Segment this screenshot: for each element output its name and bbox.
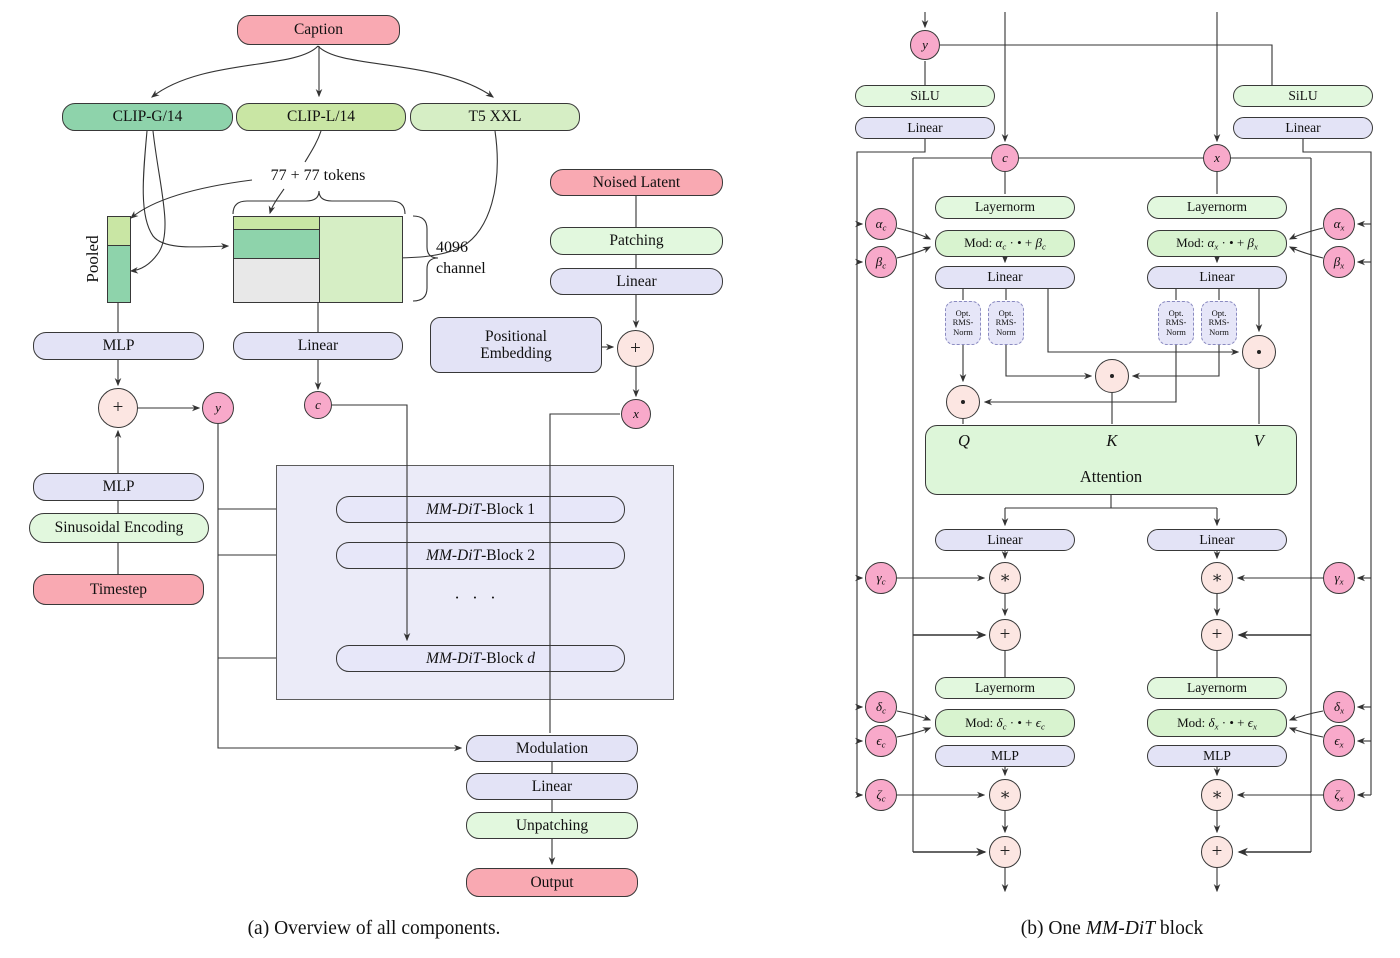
silu-left-node: SiLU [855,85,995,107]
beta-x-circle: βx [1323,246,1355,278]
pooled-clip-g-segment [107,245,131,303]
y-variable-circle: y [202,392,234,424]
y-input-circle: y [910,30,940,60]
channel-count-label: 4096 channel [436,239,486,277]
mod1-right-node: Mod: αx · • + βx [1147,230,1287,257]
positional-embedding-node: Positional Embedding [430,317,602,373]
unpatching-node: Unpatching [466,812,638,839]
epsilon-c-circle: ϵc [865,725,897,757]
caption-node: Caption [237,15,400,45]
layernorm2-right-node: Layernorm [1147,677,1287,699]
matrix-padding-cell [233,258,320,303]
rms-norm-k-right: Opt.RMS-Norm [1201,301,1237,345]
gamma-x-circle: γx [1323,562,1355,594]
v-label: V [1253,431,1264,450]
scale-circle-attn-left: ∗ [989,562,1021,594]
sum-circle-posembed: + [617,330,654,367]
matrix-clip-l-row [233,216,320,230]
clip-g-encoder-node: CLIP-G/14 [62,103,233,131]
subfigure-b-caption: (b) One MM-DiT block [1020,918,1204,939]
rms-norm-k-left: Opt.RMS-Norm [988,301,1024,345]
alpha-x-circle: αx [1323,208,1355,240]
scale-circle-mlp-left: ∗ [989,779,1021,811]
proj-linear-right-node: Linear [1147,529,1287,551]
mlp-left-node: MLP [935,745,1075,767]
c-variable-circle: c [304,391,332,419]
clip-l-encoder-node: CLIP-L/14 [236,103,406,131]
mmdit-block-1-node: MM-DiT-Block 1 [336,496,625,523]
mlp-right-node: MLP [1147,745,1287,767]
matrix-t5-cell [319,216,403,303]
sum-circle-conditioning: + [98,388,138,428]
mod2-left-node: Mod: δc · • + ϵc [935,709,1075,737]
noised-latent-node: Noised Latent [550,169,723,196]
layernorm2-left-node: Layernorm [935,677,1075,699]
sum-circle-attn-right: + [1201,619,1233,651]
q-label: Q [958,431,970,450]
x-variable-circle: x [621,399,651,429]
sinusoidal-encoding-node: Sinusoidal Encoding [29,513,209,543]
odot-v-circle [1242,335,1276,369]
k-label: K [1106,431,1118,450]
layernorm1-left-node: Layernorm [935,196,1075,219]
output-linear-node: Linear [466,773,638,800]
layernorm1-right-node: Layernorm [1147,196,1287,219]
pooled-label: Pooled [83,235,102,283]
ellipsis-label: · · · [454,588,500,607]
t5-encoder-node: T5 XXL [410,103,580,131]
beta-c-circle: βc [865,246,897,278]
tokens-count-label: 77 + 77 tokens [270,167,366,184]
qkv-linear-left-node: Linear [935,266,1075,289]
mmdit-block-d-node: MM-DiT-Block d [336,645,625,672]
context-linear-node: Linear [233,332,403,360]
patching-node: Patching [550,227,723,255]
alpha-c-circle: αc [865,208,897,240]
pooled-mlp-node: MLP [33,332,204,360]
proj-linear-left-node: Linear [935,529,1075,551]
cond-linear-left-node: Linear [855,117,995,139]
modulation-node: Modulation [466,735,638,762]
patch-linear-node: Linear [550,268,723,295]
odot-k-circle [1095,359,1129,393]
output-node: Output [466,868,638,897]
timestep-node: Timestep [33,574,204,605]
scale-circle-attn-right: ∗ [1201,562,1233,594]
qkv-linear-right-node: Linear [1147,266,1287,289]
sum-circle-mlp-right: + [1201,836,1233,868]
mod1-left-node: Mod: αc · • + βc [935,230,1075,257]
cond-linear-right-node: Linear [1233,117,1373,139]
mod2-right-node: Mod: δx · • + ϵx [1147,709,1287,737]
c-input-circle: c [991,144,1019,172]
timestep-mlp-node: MLP [33,473,204,501]
silu-right-node: SiLU [1233,85,1373,107]
odot-q-circle [946,385,980,419]
sum-circle-mlp-left: + [989,836,1021,868]
rms-norm-q-right: Opt.RMS-Norm [1158,301,1194,345]
sum-circle-attn-left: + [989,619,1021,651]
scale-circle-mlp-right: ∗ [1201,779,1233,811]
rms-norm-q-left: Opt.RMS-Norm [945,301,981,345]
delta-c-circle: δc [865,691,897,723]
gamma-c-circle: γc [865,562,897,594]
zeta-x-circle: ζx [1323,779,1355,811]
delta-x-circle: δx [1323,691,1355,723]
zeta-c-circle: ζc [865,779,897,811]
x-input-circle: x [1203,144,1231,172]
mmdit-block-2-node: MM-DiT-Block 2 [336,542,625,569]
pooled-clip-l-segment [107,216,131,246]
attention-label: Attention [1079,467,1143,486]
subfigure-a-caption: (a) Overview of all components. [247,918,501,939]
epsilon-x-circle: ϵx [1323,725,1355,757]
attention-node: Q K V Attention [925,425,1297,495]
matrix-clip-g-row [233,229,320,259]
